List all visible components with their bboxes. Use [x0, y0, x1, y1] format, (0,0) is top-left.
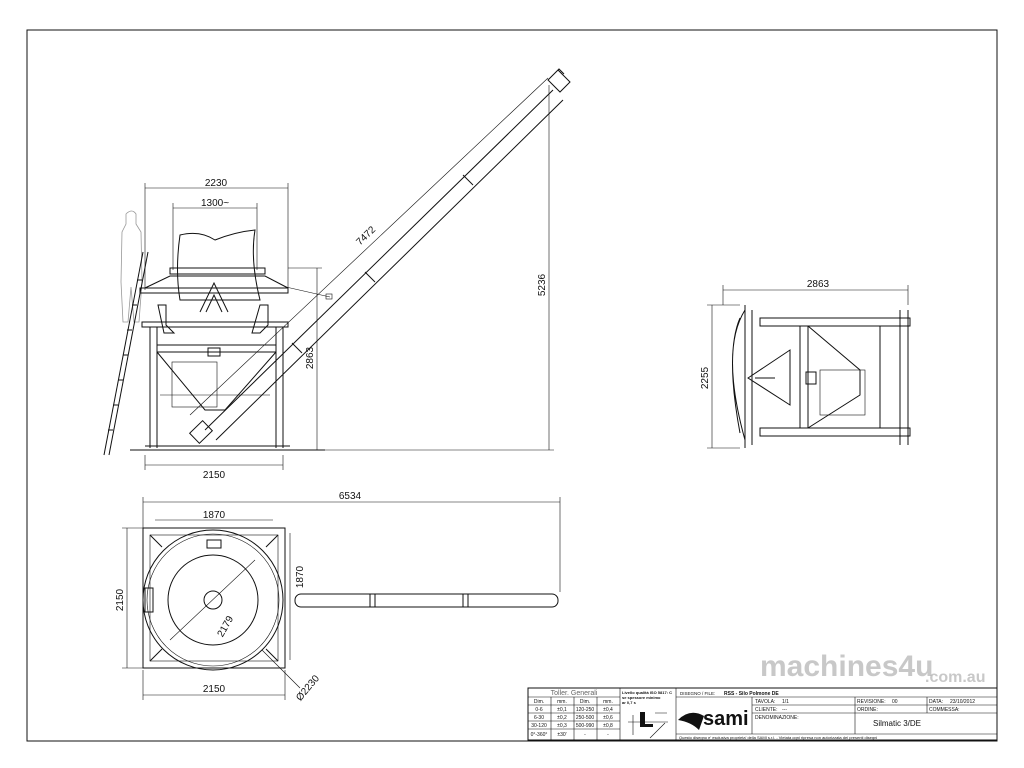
svg-text:±0,4: ±0,4 — [603, 707, 613, 713]
svg-text:250-500: 250-500 — [576, 715, 595, 721]
mid-ring — [141, 321, 289, 328]
revisione-value: 00 — [892, 699, 898, 705]
svg-text:mm.: mm. — [557, 699, 567, 705]
dim-base-width: 2150 — [203, 470, 226, 481]
plan-inner-circle — [167, 554, 259, 646]
svg-text:Dim.: Dim. — [580, 699, 590, 705]
denominazione-value: Silmatic 3/DE — [873, 719, 921, 728]
top-ring — [144, 275, 289, 289]
dim-total-height: 5236 — [537, 273, 548, 296]
dim-plan-inner-depth: 1870 — [295, 565, 306, 588]
dim-plan-inner-width: 1870 — [203, 510, 226, 521]
hopper-cone — [156, 351, 277, 411]
side-view: 2863 2255 — [700, 279, 911, 449]
dim-plan-diameter: Ø2230 — [294, 673, 322, 703]
plan-frame — [142, 527, 286, 669]
svg-text:6-30: 6-30 — [534, 715, 544, 721]
svg-text:500-990: 500-990 — [576, 723, 595, 729]
dim-side-height: 2255 — [700, 366, 711, 389]
data-label: DATA: — [929, 699, 943, 705]
conveyor-motor — [188, 420, 214, 444]
weld-symbol-icon — [640, 712, 653, 727]
tavola-value: 1/1 — [782, 699, 789, 705]
ordine-label: ORDINE: — [857, 707, 878, 713]
data-value: 23/10/2012 — [950, 699, 975, 705]
inspection-door — [171, 361, 218, 408]
plan-conveyor — [294, 593, 559, 608]
title-block: Toller. Generali Dim. mm. Dim. mm. 0-6 ±… — [527, 687, 998, 741]
screw-conveyor — [188, 68, 571, 444]
drawing-label: DISEGNO / FILE: — [680, 691, 715, 696]
company-logo: sami — [703, 708, 749, 730]
sami-logo-icon — [678, 712, 704, 730]
watermark: machines4u — [760, 650, 933, 683]
plan-outer-circle — [142, 529, 284, 671]
svg-text:Dim.: Dim. — [534, 699, 544, 705]
clamps — [157, 304, 269, 334]
svg-text:mm.: mm. — [603, 699, 613, 705]
svg-text:-: - — [607, 732, 609, 738]
weld-note: Livello qualità ISO 5817: C se spessore … — [622, 690, 672, 739]
dim-plan-total-length: 6534 — [339, 491, 362, 502]
svg-text:0-6: 0-6 — [535, 707, 542, 713]
tolerance-table: Dim. mm. Dim. mm. 0-6 ±0,1 120-250 ±0,4 … — [531, 699, 613, 738]
front-elevation: 2230 1300~ 7472 2863 5236 2150 — [103, 68, 571, 481]
svg-text:0°-360°: 0°-360° — [531, 732, 548, 738]
motor — [207, 347, 221, 357]
watermark-domain: .com.au — [925, 669, 985, 686]
svg-text:±30': ±30' — [557, 732, 566, 738]
svg-text:±0,1: ±0,1 — [557, 707, 567, 713]
cliente-label: CLIENTE: — [755, 707, 778, 713]
svg-text:±0,3: ±0,3 — [557, 723, 567, 729]
svg-text:±0,2: ±0,2 — [557, 715, 567, 721]
dim-frame-height: 2863 — [305, 346, 316, 369]
svg-text:-: - — [584, 732, 586, 738]
footer-note: Questo disegno e' esclusiva proprieta' d… — [679, 735, 877, 740]
revisione-label: REVISIONE: — [857, 699, 886, 705]
svg-text:ar 0,7 s: ar 0,7 s — [622, 700, 637, 705]
bag-cutter — [199, 281, 229, 313]
tavola-label: TAVOLA: — [755, 699, 775, 705]
conveyor-outlet — [547, 68, 571, 93]
dim-side-length: 2863 — [807, 279, 830, 290]
drawing-frame — [26, 29, 998, 742]
cliente-value: --- — [782, 707, 787, 713]
dim-plan-diagonal: 2179 — [216, 614, 237, 639]
svg-text:30-120: 30-120 — [531, 723, 547, 729]
dim-bag-width: 1300~ — [201, 198, 229, 209]
svg-text:se spessore minimo: se spessore minimo — [622, 695, 661, 700]
tolerance-title: Toller. Generali — [551, 690, 598, 697]
dim-plan-width: 2150 — [203, 684, 226, 695]
big-bag — [177, 229, 261, 301]
svg-text:120-250: 120-250 — [576, 707, 595, 713]
svg-text:±0,8: ±0,8 — [603, 723, 613, 729]
human-figure — [120, 210, 143, 323]
dim-conveyor-length: 7472 — [354, 224, 378, 248]
svg-text:±0,6: ±0,6 — [603, 715, 613, 721]
commessa-label: COMMESSA: — [929, 707, 960, 713]
ladder — [103, 251, 149, 456]
dim-front-width: 2230 — [205, 178, 228, 189]
drawing-value: RSS - Silo Polmone DE — [724, 691, 779, 697]
lid — [169, 267, 266, 275]
side-lid — [732, 309, 746, 441]
svg-text:Livello qualità ISO 5817: C: Livello qualità ISO 5817: C — [622, 690, 672, 695]
denominazione-label: DENOMINAZIONE: — [755, 715, 799, 721]
dim-plan-depth: 2150 — [115, 588, 126, 611]
side-cutter — [747, 349, 791, 406]
plan-view: 6534 1870 1870 2150 2150 2179 Ø2230 — [115, 491, 561, 703]
